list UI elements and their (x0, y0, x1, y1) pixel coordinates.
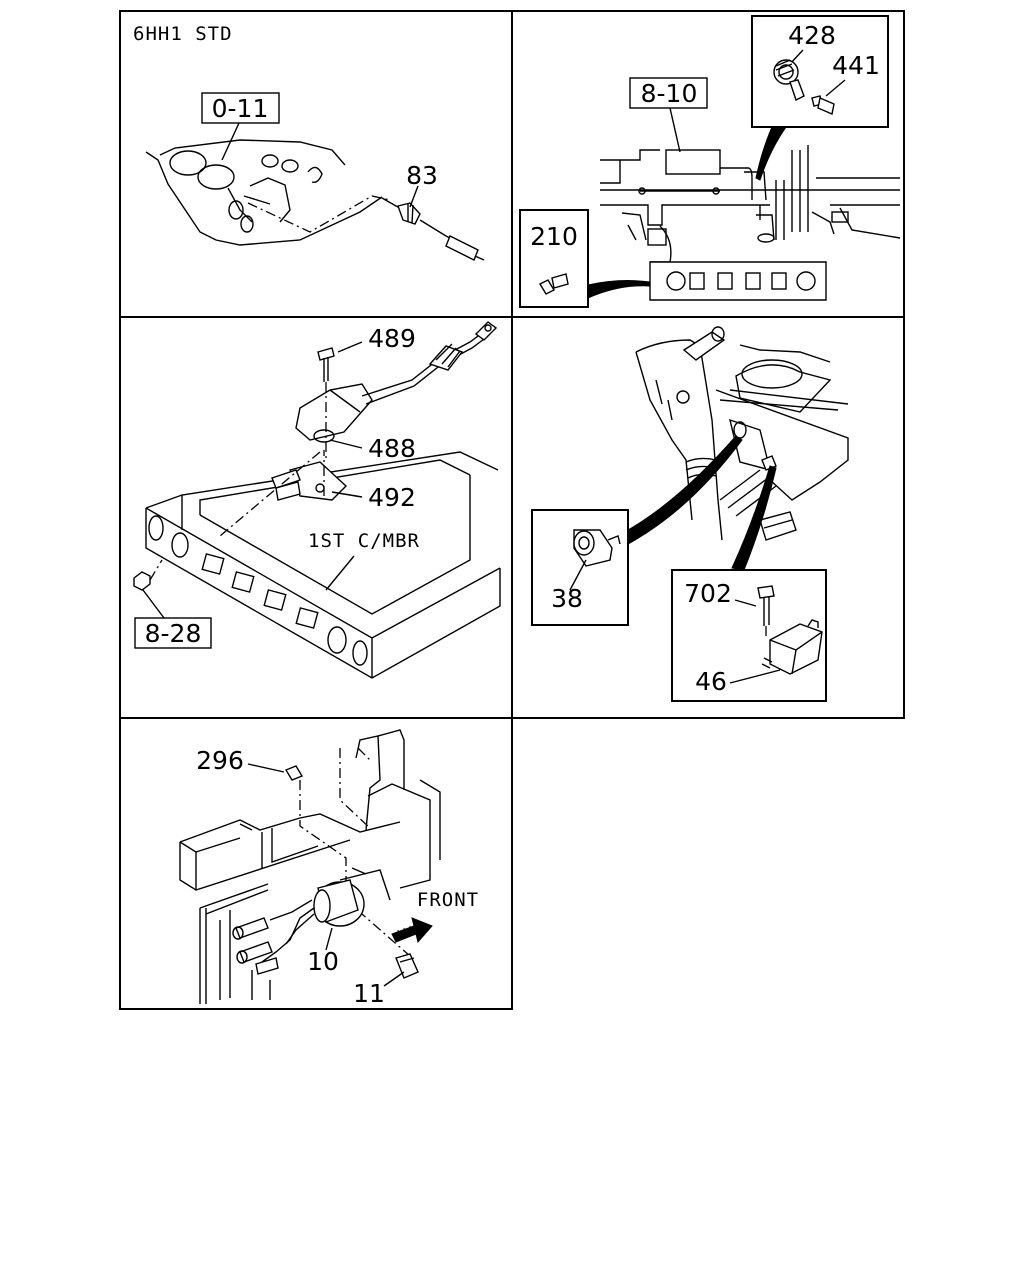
ref-box-8-28 (134, 617, 212, 649)
callout-488: 488 (368, 434, 416, 463)
ref-box-8-10-label: 8-10 (641, 79, 698, 108)
bolt-296 (284, 765, 304, 781)
callout-10: 10 (307, 947, 339, 976)
callout-11: 11 (353, 979, 385, 1008)
callout-702: 702 (684, 579, 732, 608)
panel-buzzer-mount: 296 10 11 FRONT (179, 729, 479, 1008)
leader-line (329, 439, 363, 449)
leader-line (825, 79, 846, 97)
leader-line (337, 341, 363, 353)
bolt-441 (811, 95, 835, 115)
engine-caption: 6HH1 STD (133, 23, 233, 45)
frame-structure (600, 145, 901, 263)
leader-line (142, 589, 165, 619)
leader-line (325, 555, 355, 591)
inset-clip-detail (751, 15, 889, 128)
callout-296: 296 (196, 746, 244, 775)
leader-line (409, 185, 419, 208)
cable-bracket-488 (295, 321, 498, 443)
callout-38: 38 (551, 584, 583, 613)
leader-line (325, 927, 333, 951)
leader-line (383, 971, 405, 987)
panel-grid (119, 10, 905, 1010)
nut (133, 571, 151, 591)
leader-line (569, 559, 587, 591)
leader-line (247, 763, 285, 773)
panel-engine-sensor: 6HH1 STD 0-11 83 (133, 23, 485, 261)
ref-box-0-11-label: 0-11 (212, 94, 269, 123)
panel-cab-switch: 38 702 46 (531, 326, 849, 702)
detail-pointer (587, 280, 651, 299)
relay-bar (649, 261, 827, 301)
leader-line (734, 599, 757, 607)
buzzer-10 (232, 879, 365, 975)
front-arrow-icon (391, 917, 433, 944)
bracket-492 (271, 461, 348, 501)
ref-box-8-28-label: 8-28 (145, 619, 202, 648)
callout-83: 83 (406, 161, 438, 190)
detail-pointer (627, 435, 743, 545)
bolt-702 (757, 585, 775, 626)
callout-441: 441 (832, 51, 880, 80)
member-label: 1ST C/MBR (308, 530, 420, 552)
callout-428: 428 (788, 21, 836, 50)
leader-line (669, 107, 681, 153)
inset-relay-detail (671, 569, 827, 702)
switch-38 (573, 529, 621, 567)
panel-cable-bracket: 489 488 492 1ST C/MBR 8-28 (133, 321, 501, 679)
leader-line (729, 669, 781, 684)
engine-block (145, 139, 383, 246)
bolt-489 (317, 347, 335, 382)
callout-46: 46 (695, 667, 727, 696)
callout-489: 489 (368, 324, 416, 353)
ref-box-8-10 (629, 77, 708, 109)
bolt-210 (539, 273, 569, 295)
install-line (149, 559, 163, 581)
leader-line (331, 491, 363, 498)
front-label: FRONT (417, 889, 479, 911)
clip-428 (773, 59, 805, 101)
panel-relay-mount: 8-10 (519, 15, 901, 308)
routing-line (247, 195, 391, 233)
install-line (219, 450, 325, 537)
sensor-83 (381, 197, 485, 261)
mount-structure (179, 729, 441, 1004)
inset-switch-detail (531, 509, 629, 626)
callout-210: 210 (530, 222, 578, 251)
detail-pointer (755, 126, 787, 181)
inset-bolt-detail (519, 209, 589, 308)
relay-46 (761, 619, 823, 675)
callout-492: 492 (368, 483, 416, 512)
bracket-tab (351, 867, 367, 875)
detail-pointer (731, 465, 777, 571)
ref-box-0-11 (201, 92, 280, 124)
bolt-11 (395, 953, 419, 979)
